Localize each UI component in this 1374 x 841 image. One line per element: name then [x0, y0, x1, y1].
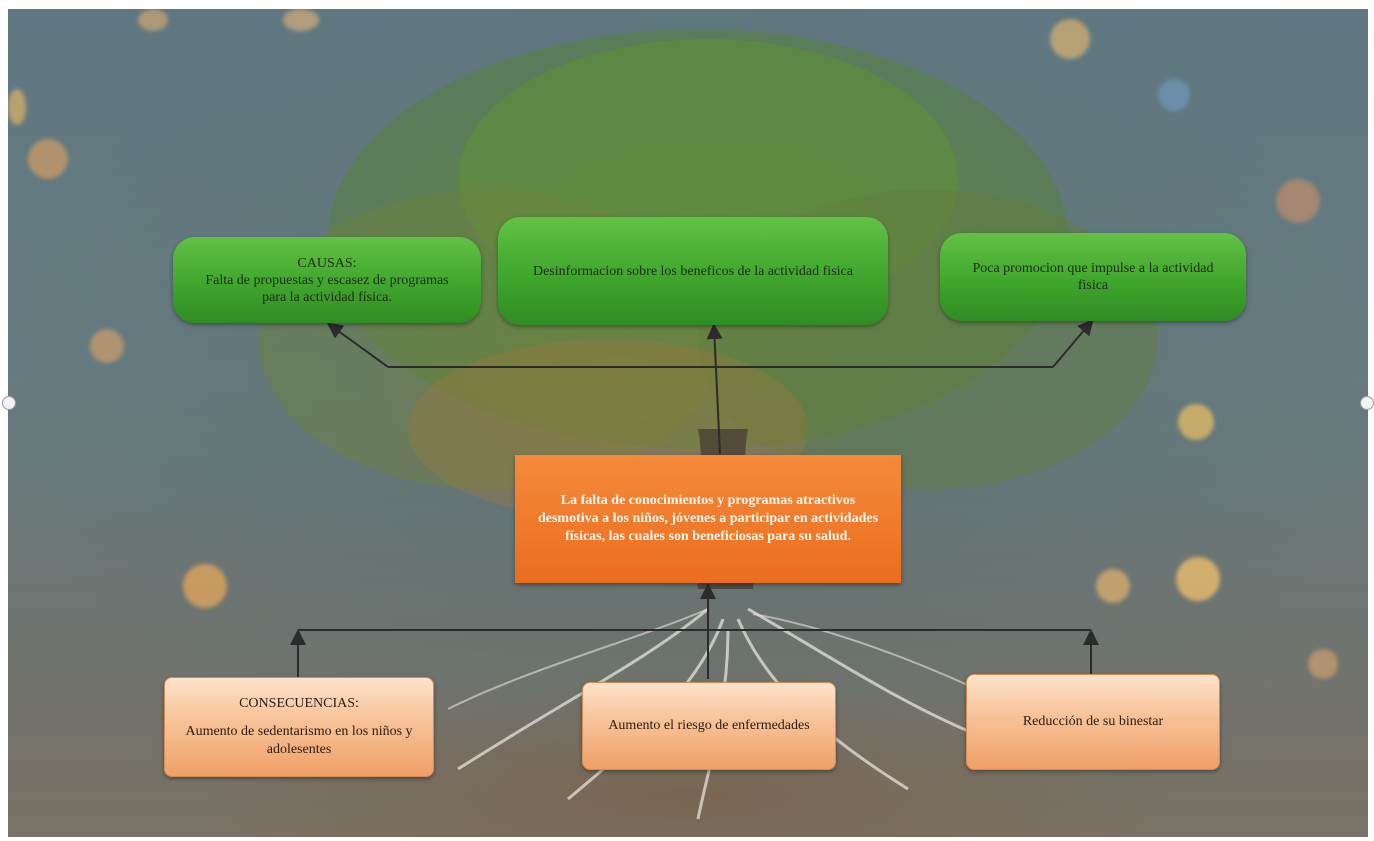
- bokeh-light: [8, 89, 26, 125]
- cause-text-2: Desinformacion sobre los beneficos de la…: [533, 263, 853, 279]
- bokeh-light: [138, 9, 168, 31]
- cause-connector-left: [326, 322, 389, 368]
- problem-box: La falta de conocimientos y programas at…: [515, 455, 901, 583]
- bokeh-light: [1096, 569, 1130, 603]
- problem-text: La falta de conocimientos y programas at…: [537, 493, 879, 544]
- bokeh-light: [1176, 557, 1220, 601]
- connector-lines: [290, 318, 1099, 679]
- bokeh-light: [1308, 649, 1338, 679]
- cause-connector-center: [706, 323, 723, 455]
- bokeh-light: [283, 9, 319, 31]
- consequence-text-2: Aumento el riesgo de enfermedades: [608, 718, 810, 733]
- bokeh-light: [28, 139, 68, 179]
- consequence-text-3: Reducción de su binestar: [1022, 714, 1164, 729]
- cause-box-3: Poca promocion que impulse a la activida…: [940, 233, 1246, 321]
- cause-connector-right: [1052, 318, 1094, 368]
- bokeh-light: [1158, 79, 1190, 111]
- diagram-canvas: CAUSAS: Falta de propuestas y escasez de…: [8, 9, 1368, 837]
- bokeh-light: [1050, 19, 1090, 59]
- cause-text-1: Falta de propuestas y escasez de program…: [205, 272, 449, 305]
- cause-box-1: CAUSAS: Falta de propuestas y escasez de…: [173, 237, 481, 323]
- cause-text-3: Poca promocion que impulse a la activida…: [972, 261, 1214, 293]
- resize-handle-right[interactable]: [1360, 396, 1374, 410]
- bokeh-light: [183, 564, 227, 608]
- bokeh-light: [1276, 179, 1320, 223]
- consequences-heading: CONSECUENCIAS:: [239, 696, 359, 711]
- causes-heading: CAUSAS:: [297, 255, 357, 271]
- cause-box-2: Desinformacion sobre los beneficos de la…: [498, 217, 888, 325]
- consequence-box-2: Aumento el riesgo de enfermedades: [582, 682, 836, 770]
- resize-handle-left[interactable]: [2, 396, 16, 410]
- consequence-box-1: CONSECUENCIAS: Aumento de sedentarismo e…: [164, 677, 434, 777]
- consequence-box-3: Reducción de su binestar: [966, 674, 1220, 770]
- bokeh-light: [90, 329, 124, 363]
- bokeh-light: [1178, 404, 1214, 440]
- consequence-text-1: Aumento de sedentarismo en los niños y a…: [185, 724, 413, 757]
